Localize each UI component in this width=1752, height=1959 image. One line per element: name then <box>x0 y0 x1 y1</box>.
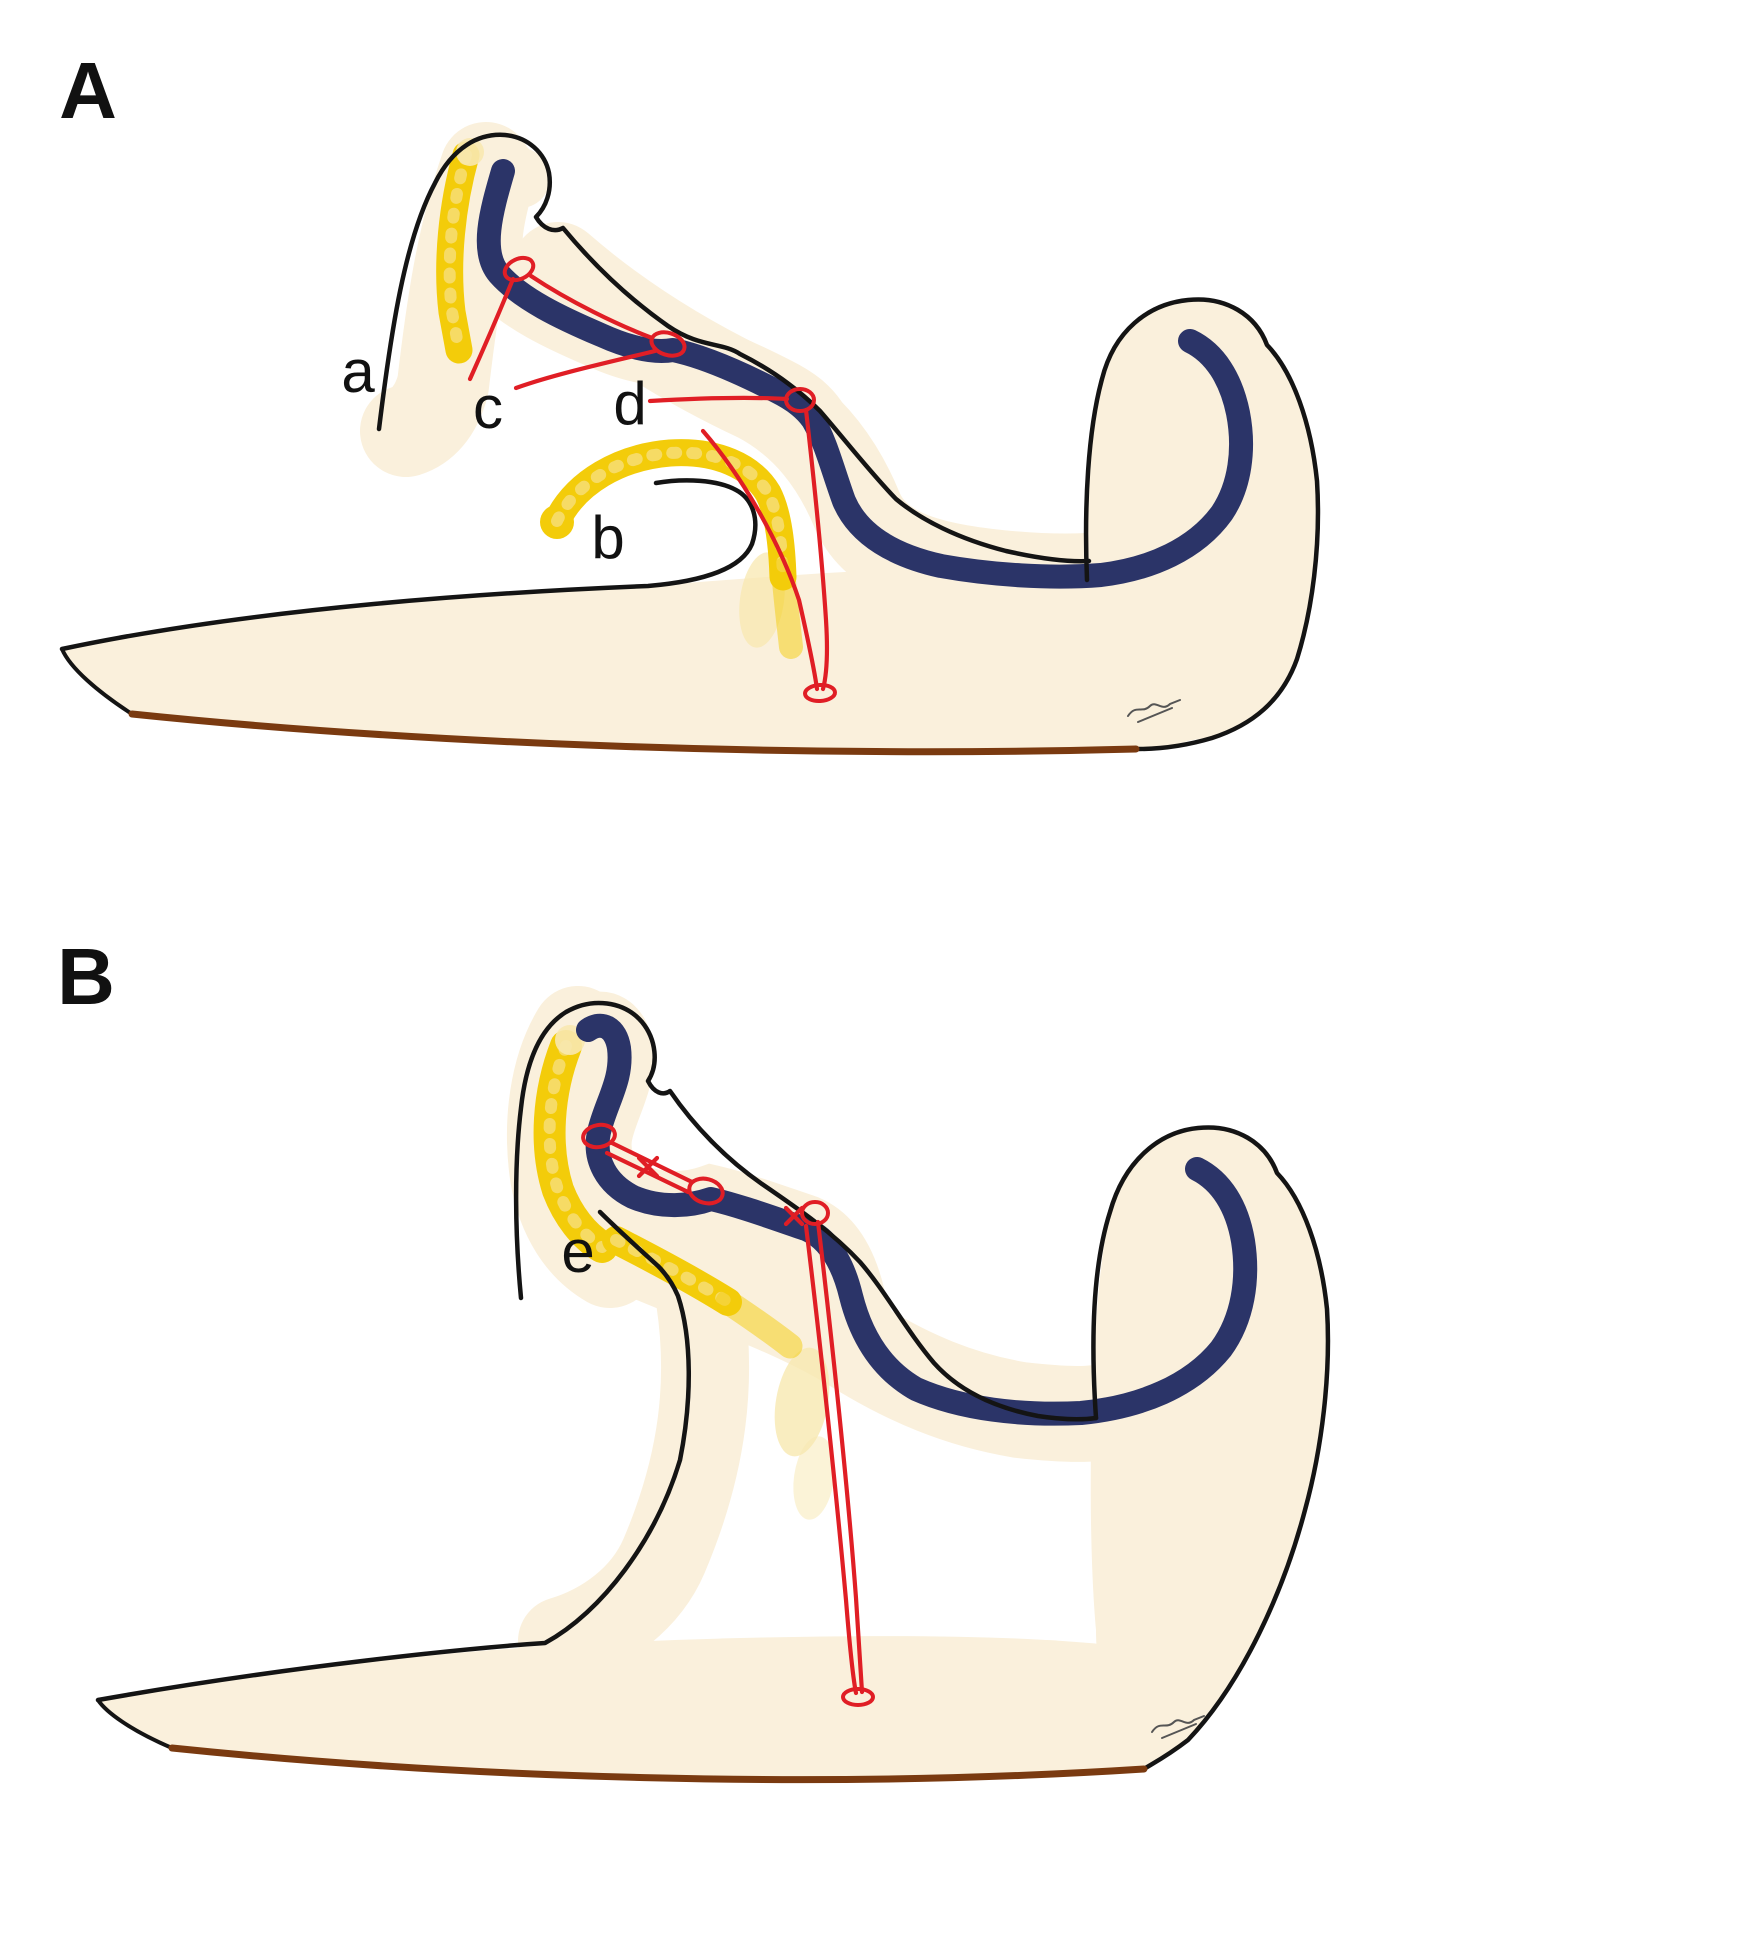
yellow-hook-mottle <box>551 446 789 583</box>
suture-loop-3 <box>800 1200 830 1226</box>
pale-cartilage-blob-2 <box>793 1436 835 1520</box>
annotation-c: c <box>473 374 503 441</box>
yellow-repositioned-mottle <box>610 1234 734 1308</box>
artist-signature <box>1151 1715 1205 1739</box>
band-top-outline <box>59 478 758 652</box>
yellow-strip-mottle <box>543 1040 608 1253</box>
annotation-d: d <box>613 370 646 437</box>
cream-body-fill <box>98 1636 1146 1781</box>
suture-long-right <box>803 407 830 692</box>
hook-outline <box>1083 297 1321 752</box>
yellow-hook-fading-tail <box>771 558 803 659</box>
panel-b-label: B <box>57 932 115 1021</box>
band-left-outline <box>96 1698 174 1750</box>
suture-double-line-b <box>604 1150 691 1195</box>
bottom-cortex-line <box>168 1744 1148 1784</box>
band-left-outline <box>60 647 134 716</box>
suture-knot-x2 <box>783 1205 805 1227</box>
hook-outline <box>1091 1125 1331 1772</box>
pale-cartilage-blob <box>774 1347 830 1457</box>
yellow-strip-mottle <box>443 149 472 356</box>
horn-outline <box>376 132 1092 564</box>
suture-knot-x1 <box>636 1155 660 1179</box>
suture-long-left <box>803 1223 859 1696</box>
suture-long-right <box>815 1219 865 1695</box>
panel-a-label: A <box>59 46 117 135</box>
navy-cartilage-band <box>476 159 1254 589</box>
horn-outline <box>513 1000 1099 1422</box>
suture-anchor <box>803 682 837 704</box>
annotation-a: a <box>341 338 375 405</box>
suture-line-c1 <box>467 276 516 382</box>
suture-loop-2 <box>649 330 687 358</box>
suture-anchor <box>841 1687 875 1707</box>
navy-cartilage-band <box>576 1013 1258 1426</box>
suture-line-between-loops <box>528 273 655 341</box>
suture-loop-1 <box>581 1122 617 1150</box>
suture-loop-1 <box>502 255 536 283</box>
cream-neck-fill <box>518 1256 750 1685</box>
suture-line-c2 <box>513 348 658 391</box>
suture-loop-3 <box>784 387 816 413</box>
artist-signature <box>1127 699 1181 723</box>
bottom-cortex-line <box>128 710 1140 756</box>
band-top-and-cut-edge-outline <box>95 1209 692 1703</box>
panel-b: B e <box>57 932 1331 1784</box>
suture-line-d <box>647 395 790 404</box>
annotation-e: e <box>561 1218 594 1285</box>
annotation-b: b <box>591 504 624 571</box>
suture-loop-2 <box>687 1176 725 1206</box>
panel-a: A a c d b <box>59 46 1321 756</box>
suture-long-left <box>700 428 820 692</box>
yellow-fading-tail <box>715 1289 803 1359</box>
